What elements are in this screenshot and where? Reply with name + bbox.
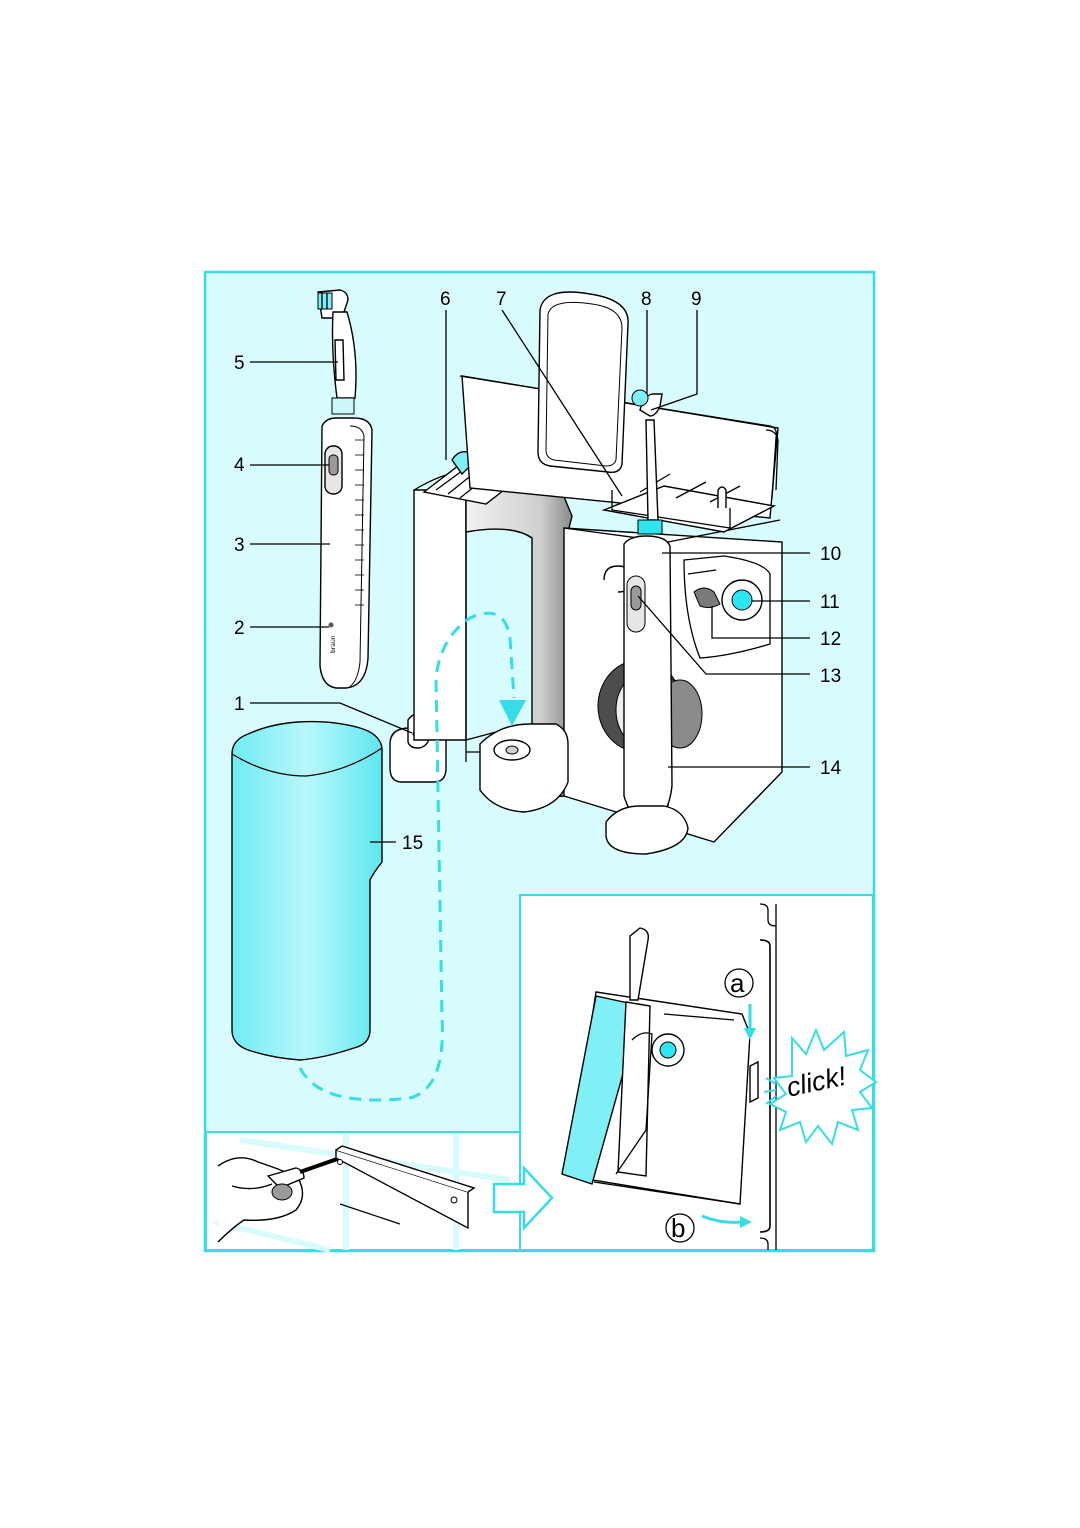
hose-arrow	[499, 700, 526, 726]
callout-1: 1	[234, 694, 245, 715]
storage-cabinet	[413, 291, 783, 843]
callout-2: 2	[234, 618, 245, 639]
step-a-marker: a	[724, 968, 754, 998]
callout-14: 14	[820, 758, 842, 779]
screwdriver-inset	[214, 1134, 511, 1253]
step-b-marker: b	[665, 1213, 695, 1243]
callout-10: 10	[820, 544, 841, 565]
callout-5: 5	[234, 353, 245, 374]
callout-11: 11	[820, 592, 840, 613]
callout-13: 13	[820, 666, 841, 687]
callout-numbers: 5 4 3 2 1 6 7 8 9 10 11 12 13 14 15	[234, 289, 842, 854]
water-reservoir	[231, 720, 383, 1061]
step-a-label: a	[730, 968, 745, 998]
callout-3: 3	[234, 535, 245, 556]
docked-handle	[605, 389, 689, 855]
callout-4: 4	[234, 455, 245, 476]
second-charger	[479, 723, 569, 813]
wall-mount-inset	[561, 903, 878, 1250]
leader-lines	[250, 309, 810, 843]
callout-6: 6	[440, 289, 451, 310]
toothbrush-handle: braun	[317, 289, 373, 689]
step-b-label: b	[671, 1213, 685, 1243]
callout-12: 12	[820, 629, 841, 650]
handle-brand-mark: braun	[330, 635, 337, 653]
callout-8: 8	[641, 289, 652, 310]
callout-15: 15	[402, 833, 423, 854]
hose-path	[298, 611, 516, 1102]
next-step-arrow	[492, 1164, 554, 1232]
callout-9: 9	[691, 289, 702, 310]
callout-7: 7	[496, 289, 507, 310]
